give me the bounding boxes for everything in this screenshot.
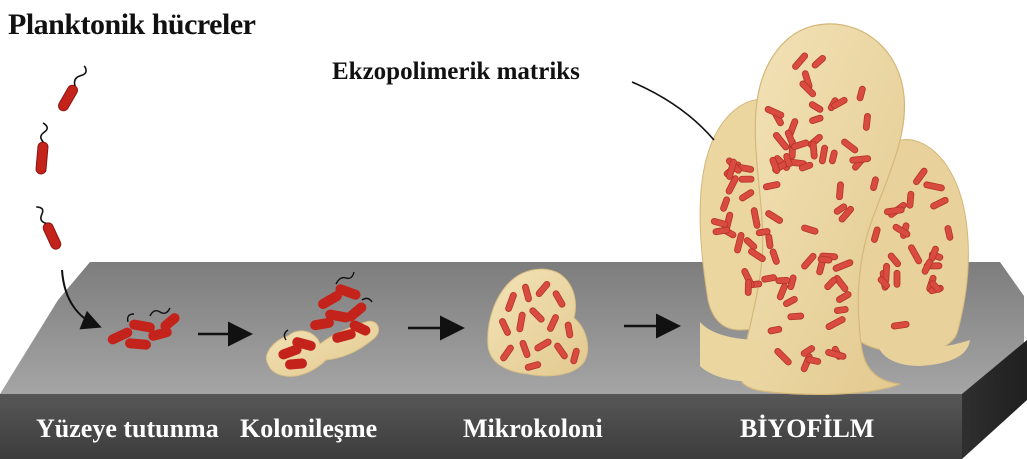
bacterium-icon <box>745 279 751 295</box>
stage-label-colonization: Kolonileşme <box>240 414 377 444</box>
bacterium-icon <box>894 270 900 287</box>
stage-label-microcolony: Mikrokoloni <box>463 414 603 444</box>
bacterium-icon <box>739 176 754 182</box>
bacterium-icon <box>907 191 914 208</box>
matrix-pointer-line <box>632 82 714 140</box>
bacterium-icon <box>836 182 844 200</box>
planktonic-cells-label: Planktonik hücreler <box>8 8 255 42</box>
bacterium-icon <box>36 123 50 175</box>
matrix-label: Ekzopolimerik matriks <box>332 58 580 86</box>
planktonic-cells <box>34 64 91 250</box>
biofilm-structure <box>700 24 970 394</box>
bacterium-icon <box>788 313 804 320</box>
stage-label-attachment: Yüzeye tutunma <box>36 414 219 444</box>
bacterium-icon <box>863 113 871 131</box>
bacterium-icon <box>776 277 790 283</box>
bacterium-icon <box>57 64 91 112</box>
bacterium-icon <box>810 141 818 159</box>
bacterium-icon <box>34 204 63 251</box>
stage-label-biofilm: BİYOFİLM <box>740 414 874 444</box>
bacterium-icon <box>818 256 833 264</box>
